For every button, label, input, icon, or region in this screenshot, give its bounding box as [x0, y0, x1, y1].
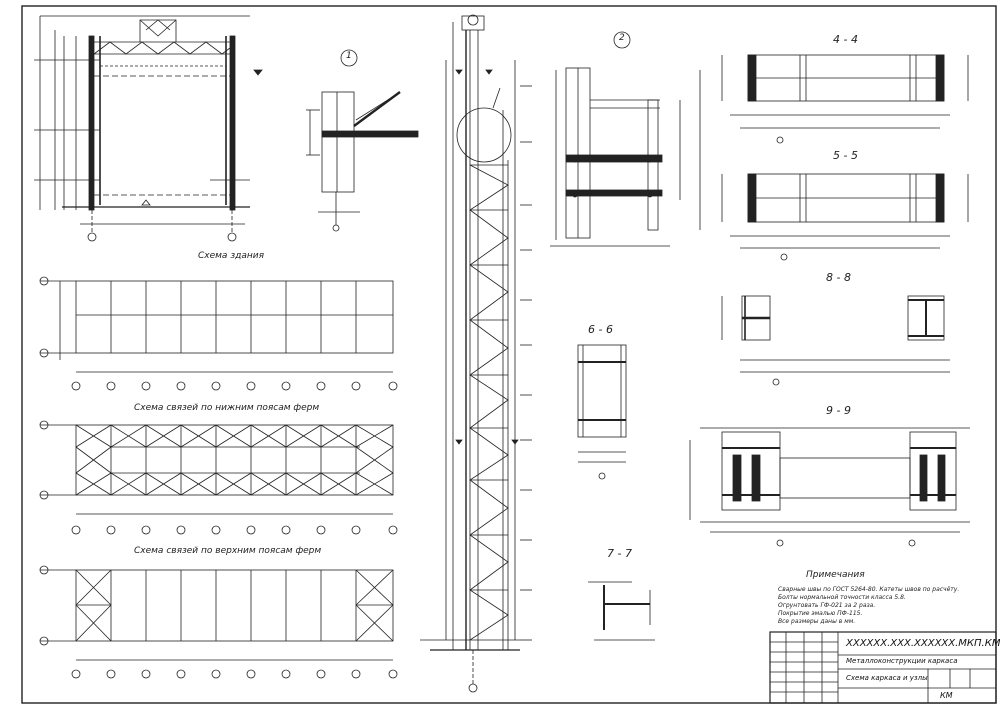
- section-7-7: [588, 581, 655, 641]
- note-line: Покрытие эмалью ПФ-115.: [778, 610, 863, 617]
- plan-scheme-3: [39, 565, 398, 679]
- section-6-6: [577, 344, 627, 480]
- callout-1-label: 1: [346, 51, 352, 61]
- title-block-sheet-name: Схема каркаса и узлы: [846, 674, 928, 682]
- title-block-project: Металлоконструкции каркаса: [846, 657, 958, 665]
- section-5-label: 5 - 5: [833, 149, 858, 162]
- section-7-label: 7 - 7: [607, 547, 632, 560]
- section-4-4: [721, 54, 969, 144]
- column-elevation: [420, 14, 532, 693]
- section-9-9: [689, 427, 970, 547]
- frame-scheme-view: [34, 15, 263, 242]
- title-block-code: ХХХХХХ.ХХХ.ХХХХХХ.МКП.КМ: [846, 638, 1000, 649]
- section-4-label: 4 - 4: [833, 33, 858, 46]
- plan-scheme-1: [39, 276, 398, 391]
- frame-scheme-title: Схема здания: [198, 251, 264, 261]
- lower-chord-bracing-title: Схема связей по нижним поясам ферм: [134, 403, 320, 413]
- section-8-label: 8 - 8: [826, 271, 851, 284]
- note-line: Болты нормальной точности класса 5.8.: [778, 594, 906, 601]
- note-line: Огрунтовать ГФ-021 за 2 раза.: [778, 602, 876, 609]
- section-5-5: [721, 173, 969, 261]
- plan-scheme-2: [39, 420, 398, 535]
- callout-2-label: 2: [619, 33, 625, 43]
- section-6-label: 6 - 6: [588, 323, 613, 336]
- note-line: Все размеры даны в мм.: [778, 618, 856, 625]
- title-block: [769, 631, 997, 704]
- sheet-border: [21, 5, 997, 704]
- section-9-label: 9 - 9: [826, 404, 851, 417]
- node-2-detail: [550, 31, 701, 247]
- notes-title: Примечания: [806, 570, 865, 580]
- note-line: Сварные швы по ГОСТ 5264-80. Катеты швов…: [778, 586, 960, 593]
- section-8-8: [721, 295, 950, 386]
- upper-chord-bracing-title: Схема связей по верхним поясам ферм: [134, 546, 322, 556]
- node-1-detail: [306, 49, 419, 232]
- title-block-stamp: КМ: [940, 691, 953, 700]
